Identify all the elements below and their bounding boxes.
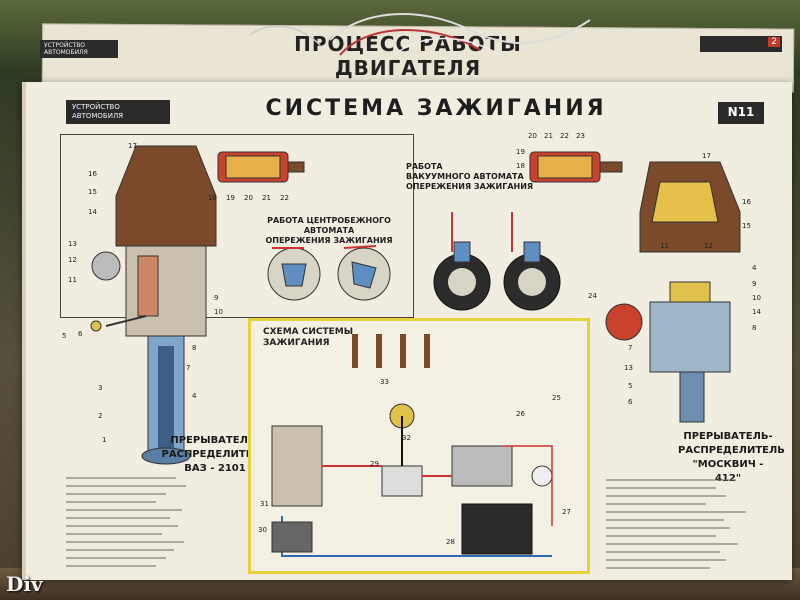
- ignition-coil-illustration: [217, 151, 305, 183]
- callout-6: 6: [78, 330, 83, 338]
- back-poster-corner: 2: [700, 36, 782, 52]
- callout-13: 13: [68, 240, 77, 248]
- coil-callout-22: 22: [280, 194, 289, 202]
- vaz-distributor-illustration: [90, 145, 217, 465]
- scheme-callout-30: 30: [258, 526, 267, 534]
- right-legend-lines: [606, 479, 746, 569]
- scheme-callout-25: 25: [552, 394, 561, 402]
- r-callout-10: 10: [752, 294, 761, 302]
- moskvich-distributor-illustration: [605, 161, 741, 423]
- right-distributor-caption: ПРЕРЫВАТЕЛЬ- РАСПРЕДЕЛИТЕЛЬ "МОСКВИЧ - 4…: [678, 431, 785, 484]
- ignition-scheme-diagram: [271, 334, 553, 557]
- r-callout-5: 5: [628, 382, 633, 390]
- coil-callout-21: 21: [262, 194, 271, 202]
- r-callout-6: 6: [628, 398, 633, 406]
- scheme-callout-33: 33: [380, 378, 389, 386]
- callout-11: 11: [68, 276, 77, 284]
- r-callout-16: 16: [742, 198, 751, 206]
- vacuum-coil-illustration: [529, 151, 623, 183]
- callout-8: 8: [192, 344, 197, 352]
- callout-4: 4: [192, 392, 197, 400]
- callout-9: 9: [214, 294, 219, 302]
- callout-3: 3: [98, 384, 103, 392]
- vac-callout-18: 18: [516, 162, 525, 170]
- r-callout-13: 13: [624, 364, 633, 372]
- scheme-callout-32: 32: [402, 434, 411, 442]
- callout-1: 1: [102, 436, 107, 444]
- callout-15: 15: [88, 188, 97, 196]
- callout-16: 16: [88, 170, 97, 178]
- callout-12: 12: [68, 256, 77, 264]
- r-callout-14: 14: [752, 308, 761, 316]
- vac-callout-20: 20: [528, 132, 537, 140]
- callout-5: 5: [62, 332, 67, 340]
- callout-14: 14: [88, 208, 97, 216]
- callout-7: 7: [186, 364, 191, 372]
- centrifugal-advance-illustration: [267, 245, 391, 301]
- scheme-callout-27: 27: [562, 508, 571, 516]
- coil-callout-18: 18: [208, 194, 217, 202]
- callout-17: 17: [128, 142, 137, 150]
- callout-2: 2: [98, 412, 103, 420]
- r-callout-4: 4: [752, 264, 757, 272]
- back-poster-logo: УСТРОЙСТВО АВТОМОБИЛЯ: [40, 40, 118, 58]
- coil-callout-20: 20: [244, 194, 253, 202]
- callout-10: 10: [214, 308, 223, 316]
- vac-callout-23: 23: [576, 132, 585, 140]
- r-callout-11: 11: [660, 242, 669, 250]
- r-callout-9: 9: [752, 280, 757, 288]
- scheme-title: СХЕМА СИСТЕМЫ ЗАЖИГАНИЯ: [263, 327, 354, 348]
- vacuum-advance-label: РАБОТА ВАКУУМНОГО АВТОМАТА ОПЕРЕЖЕНИЯ ЗА…: [406, 162, 534, 191]
- scheme-callout-26: 26: [516, 410, 525, 418]
- poster-logo: УСТРОЙСТВО АВТОМОБИЛЯ: [66, 100, 170, 124]
- r-callout-12: 12: [704, 242, 713, 250]
- vac-callout-19: 19: [516, 148, 525, 156]
- scheme-callout-31: 31: [260, 500, 269, 508]
- r-callout-24: 24: [588, 292, 597, 300]
- back-poster-title: ПРОЦЕСС РАБОТЫ ДВИГАТЕЛЯ: [294, 32, 522, 80]
- left-distributor-caption: ПРЕРЫВАТЕЛЬ- РАСПРЕДЕЛИТЕЛЬ ВАЗ - 2101: [161, 435, 269, 474]
- r-callout-17: 17: [702, 152, 711, 160]
- left-legend-lines: [66, 477, 186, 567]
- centrifugal-advance-label: РАБОТА ЦЕНТРОБЕЖНОГО АВТОМАТА ОПЕРЕЖЕНИЯ…: [265, 216, 393, 245]
- back-poster-number: 2: [768, 37, 780, 47]
- coil-callout-19: 19: [226, 194, 235, 202]
- left-panel-frame: [60, 134, 414, 318]
- r-callout-8: 8: [752, 324, 757, 332]
- ignition-poster: УСТРОЙСТВО АВТОМОБИЛЯ СИСТЕМА ЗАЖИГАНИЯ …: [22, 82, 792, 580]
- wires-illustration: [249, 13, 591, 61]
- vacuum-advance-illustration: [433, 212, 561, 311]
- poster-title: СИСТЕМА ЗАЖИГАНИЯ: [265, 96, 607, 121]
- photographer-signature: Div: [6, 572, 43, 596]
- vac-callout-22: 22: [560, 132, 569, 140]
- r-callout-15: 15: [742, 222, 751, 230]
- poster-number-badge: N11: [718, 102, 764, 124]
- scheme-callout-28: 28: [446, 538, 455, 546]
- vac-callout-21: 21: [544, 132, 553, 140]
- scheme-callout-29: 29: [370, 460, 379, 468]
- r-callout-7: 7: [628, 344, 633, 352]
